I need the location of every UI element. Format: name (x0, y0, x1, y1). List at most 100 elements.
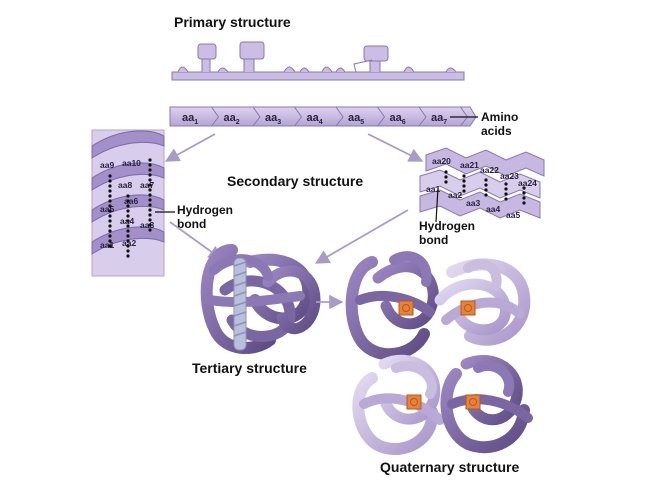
helix-hydrogen-bond-dots (108, 158, 152, 258)
heme-groups (398, 300, 481, 410)
residue-label: aa4 (307, 112, 323, 126)
sheet-residue-label: aa3 (466, 198, 480, 208)
hydrogen-bond-dot (522, 191, 526, 195)
hydrogen-bond-dot (126, 249, 130, 253)
hydrogen-bond-dot (108, 209, 112, 213)
sheet-residue-label: aa24 (518, 178, 537, 188)
sheet-residue-label: aa23 (500, 171, 519, 181)
helix-residue-label: aa2 (122, 238, 136, 248)
hydrogen-bond-dot (108, 244, 112, 248)
hydrogen-bond-dot (148, 228, 152, 232)
hydrogen-bond-dot (108, 234, 112, 238)
hydrogen-bond-dot (484, 193, 488, 197)
hbond-right-line1: Hydrogen (419, 219, 475, 233)
helix-residue-label: aa7 (140, 180, 154, 190)
beta-sheet (419, 147, 545, 219)
amino-label-line1: Amino (481, 110, 518, 124)
hydrogen-bond-dot (126, 194, 130, 198)
helix-residue-label: aa9 (100, 160, 114, 170)
chain-divider (377, 106, 386, 127)
hydrogen-bond-dot (108, 174, 112, 178)
hydrogen-bond-dot (126, 209, 130, 213)
hydrogen-bond-dot (444, 180, 448, 184)
hydrogen-bond-dot (522, 186, 526, 190)
sheet-residue-label: aa5 (506, 210, 520, 220)
sheet-residue-label: aa1 (426, 184, 440, 194)
chain-divider (252, 106, 261, 127)
residue-label: aa6 (390, 112, 406, 126)
hydrogen-bond-dot (148, 213, 152, 217)
helix-residue-label: aa1 (100, 240, 114, 250)
hydrogen-bond-dot (462, 184, 466, 188)
arrow-sheet-to-tertiary (314, 209, 409, 264)
hydrogen-bond-dot (148, 163, 152, 167)
hydrogen-bond-dot (126, 254, 130, 258)
residue-label: aa7 (431, 112, 447, 126)
hydrogen-bond-dot (148, 223, 152, 227)
hydrogen-bond-dot (108, 179, 112, 183)
sheet-residue-label: aa4 (486, 204, 500, 214)
hbond-left-line2: bond (177, 217, 206, 231)
chain-divider (294, 106, 303, 127)
quaternary-structure-title: Quaternary structure (380, 459, 519, 475)
hydrogen-bond-dot (108, 219, 112, 223)
chain-divider (418, 106, 427, 127)
residue-label: aa3 (265, 112, 281, 126)
hydrogen-bond-dot (462, 189, 466, 193)
hydrogen-bond-dot (108, 199, 112, 203)
hydrogen-bond-dot (484, 178, 488, 182)
primary-structure-title: Primary structure (174, 14, 291, 30)
hydrogen-bond-dot (126, 239, 130, 243)
helix-residue-label: aa3 (140, 220, 154, 230)
arrow-to-helix (164, 133, 216, 162)
sheet-residue-label: aa22 (480, 165, 499, 175)
hydrogen-bond-dot (108, 189, 112, 193)
hydrogen-bond-dot (126, 224, 130, 228)
hydrogen-bond-dot (108, 184, 112, 188)
hydrogen-bond-dot (484, 188, 488, 192)
hbond-right-pointer (435, 187, 439, 223)
hydrogen-bond-dot (148, 218, 152, 222)
arrow-to-sheet (367, 133, 424, 162)
secondary-structure-title: Secondary structure (227, 173, 363, 189)
hydrogen-bond-dot (126, 204, 130, 208)
arrow-helix-to-tertiary (169, 221, 223, 261)
hydrogen-bond-dot (504, 187, 508, 191)
primary-chain-bar (169, 106, 477, 127)
chain-divider (211, 106, 220, 127)
hydrogen-bond-dot (108, 224, 112, 228)
amino-label-line2: acids (481, 124, 512, 138)
hydrogen-bond-dot (148, 158, 152, 162)
tertiary-structure-title: Tertiary structure (192, 360, 307, 376)
hydrogen-bond-dot (462, 174, 466, 178)
sheet-residue-label: aa21 (460, 160, 479, 170)
hydrogen-bond-dot (148, 188, 152, 192)
sheet-residue-label: aa20 (432, 156, 451, 166)
hydrogen-bond-dot (148, 198, 152, 202)
hydrogen-bond-dot (148, 168, 152, 172)
hbond-left-line1: Hydrogen (177, 203, 233, 217)
hydrogen-bond-dot (444, 170, 448, 174)
hydrogen-bond-dot (108, 194, 112, 198)
hydrogen-bond-dot (108, 239, 112, 243)
hydrogen-bond-dot (148, 193, 152, 197)
quaternary-structure-graphic (345, 251, 533, 455)
hydrogen-bond-dot (484, 183, 488, 187)
helix-residue-label: aa5 (100, 204, 114, 214)
primary-side-chains (171, 41, 465, 81)
hydrogen-bond-dot (148, 208, 152, 212)
sheet-hydrogen-bond-dots (444, 170, 526, 205)
hydrogen-bond-dot (126, 199, 130, 203)
helix-residue-label: aa6 (124, 196, 138, 206)
hydrogen-bond-dot (522, 196, 526, 200)
helix-residue-label: aa10 (122, 158, 141, 168)
hydrogen-bond-dot (108, 204, 112, 208)
hydrogen-bond-dot (148, 173, 152, 177)
hydrogen-bond-dot (504, 182, 508, 186)
hydrogen-bond-dot (126, 234, 130, 238)
hydrogen-bond-dot (108, 214, 112, 218)
helix-residue-label: aa8 (118, 180, 132, 190)
hydrogen-bond-dot (126, 229, 130, 233)
